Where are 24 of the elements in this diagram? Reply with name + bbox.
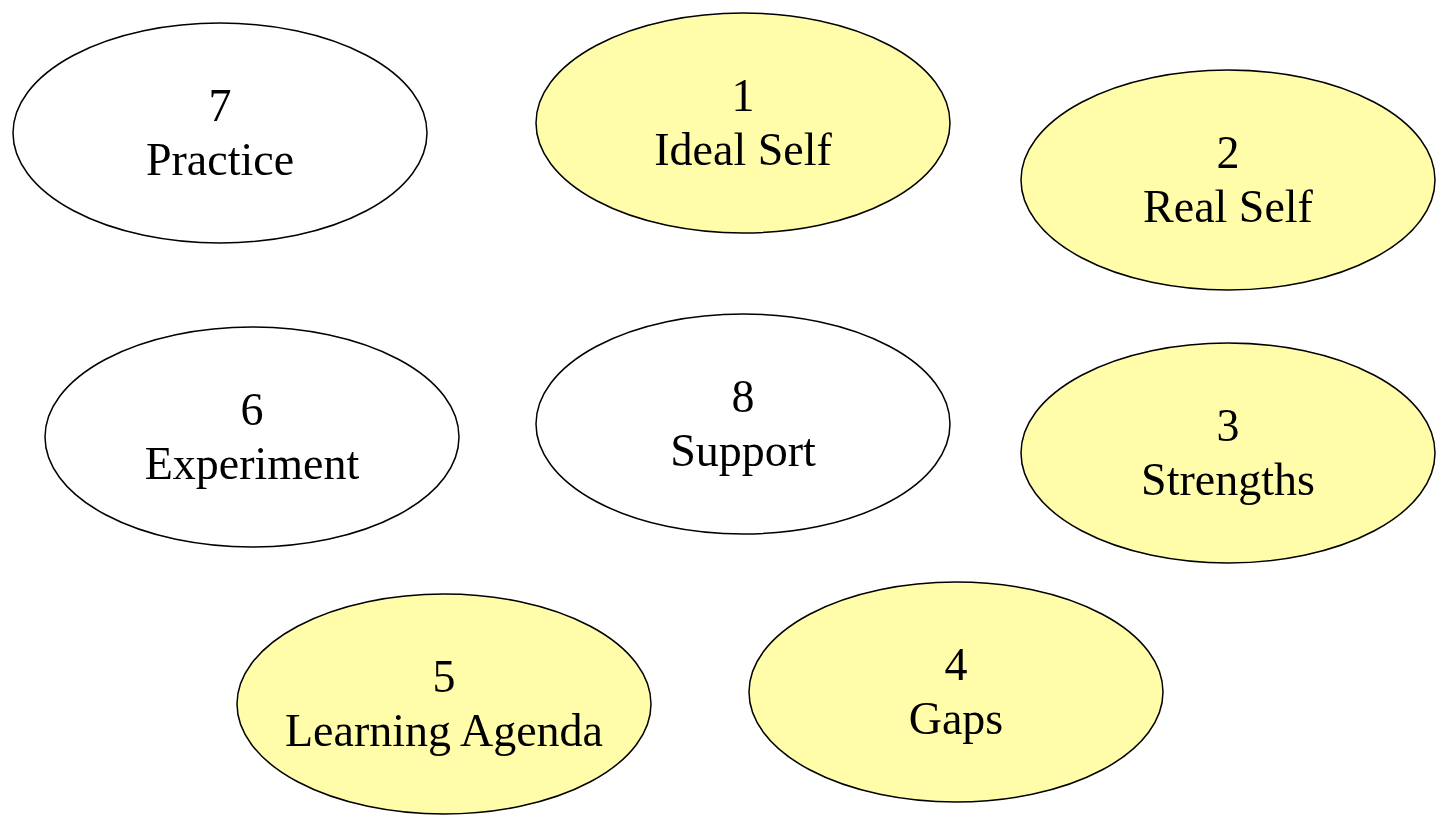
- stage-ellipse: [12, 22, 428, 244]
- step-label: Support: [670, 424, 816, 478]
- step-number: 1: [731, 69, 755, 123]
- step-label: Strengths: [1141, 453, 1315, 507]
- step-number: 5: [432, 650, 456, 704]
- stage-ellipse: [535, 12, 951, 234]
- step-label: Learning Agenda: [284, 704, 603, 758]
- stage-ellipse: [748, 581, 1164, 803]
- step-label: Experiment: [144, 437, 360, 491]
- stage-ellipse: [1020, 69, 1436, 291]
- stage-ellipse: [1020, 342, 1436, 564]
- stage-ellipse: [44, 326, 460, 548]
- stage-ellipse: [236, 593, 652, 815]
- step-number: 6: [240, 383, 264, 437]
- step-number: 7: [208, 79, 232, 133]
- stage-ellipse: [535, 313, 951, 535]
- step-number: 8: [731, 370, 755, 424]
- step-number: 3: [1216, 399, 1240, 453]
- step-number: 2: [1216, 126, 1240, 180]
- step-label: Real Self: [1143, 180, 1313, 234]
- step-label: Gaps: [908, 692, 1004, 746]
- step-label: Practice: [145, 133, 295, 187]
- step-number: 4: [944, 638, 968, 692]
- step-label: Ideal Self: [654, 123, 832, 177]
